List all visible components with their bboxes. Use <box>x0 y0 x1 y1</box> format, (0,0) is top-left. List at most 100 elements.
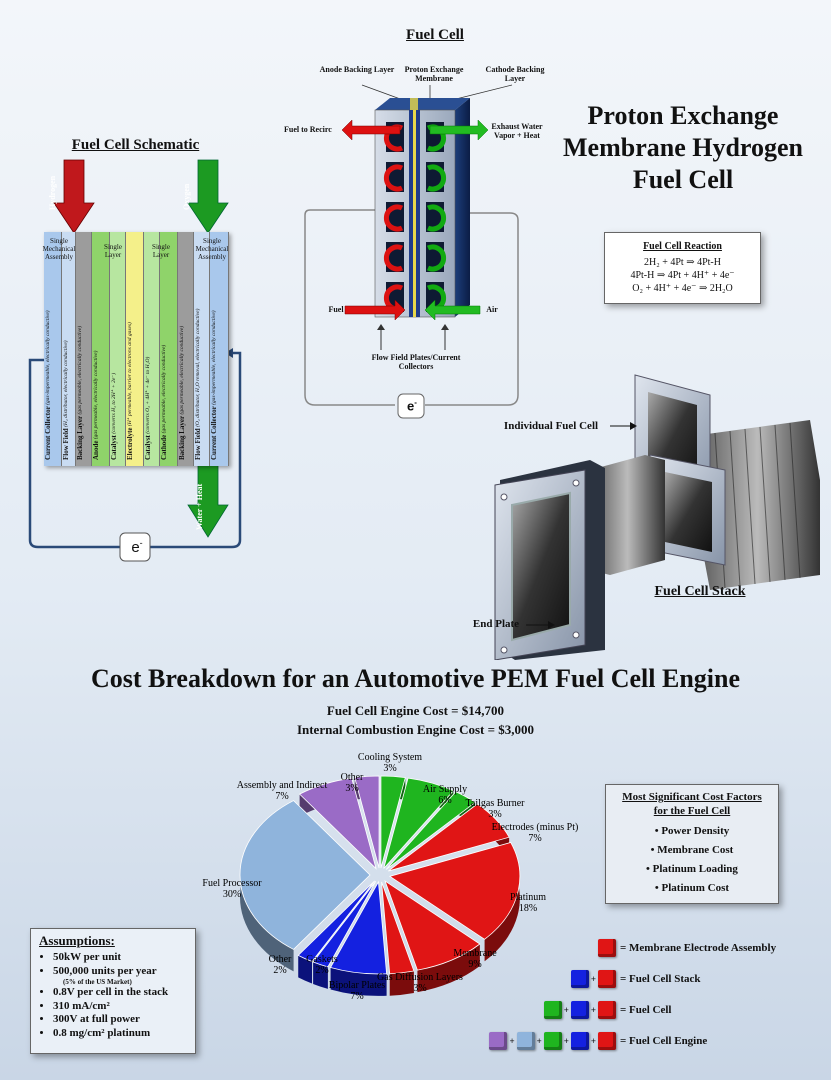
pie-slice <box>329 880 388 975</box>
legend-cube-icon <box>570 969 589 988</box>
pie-slice <box>312 881 377 968</box>
fuel-cell-title: Fuel Cell <box>406 27 464 43</box>
legend-label: = Fuel Cell Stack <box>620 972 701 985</box>
reaction-box: Fuel Cell Reaction 2H₂ + 4Pt ⇒ 4Pt-H 4Pt… <box>604 232 761 304</box>
legend-row: = Membrane Electrode Assembly <box>470 932 815 963</box>
schematic-layer-stack: Current Collector (gas-impermeable, elec… <box>44 232 230 466</box>
schematic-layer-label: Flow Field (H₂ distributor, electrically… <box>62 300 71 460</box>
assumption-item: 0.8V per cell in the stack <box>53 986 195 1000</box>
legend-label: = Fuel Cell Engine <box>620 1034 708 1047</box>
fuel-cell-diagram <box>304 84 519 419</box>
legend-label: = Fuel Cell <box>620 1003 672 1016</box>
schematic-layer-label: Electrolyte (H⁺ permeable, barrier to el… <box>126 300 135 460</box>
pie-slice <box>380 775 406 869</box>
pem-label: Proton Exchange Membrane <box>404 65 464 83</box>
pie-slice-side <box>298 955 313 984</box>
schematic-layer-desc: (gas permeable, electrically conductive) <box>93 350 100 441</box>
schematic-layer-label: Catalyst (converts H₂ to 2H⁺ + 2e⁻) <box>110 300 119 460</box>
schematic-title: Fuel Cell Schematic <box>71 137 200 153</box>
schematic-layer-label: Backing Layer (gas permeable, electrical… <box>76 300 85 460</box>
pie-slice <box>381 881 415 975</box>
schematic-layer: Current Collector (gas-impermeable, elec… <box>44 232 62 466</box>
schematic-layer: Anode (gas permeable, electrically condu… <box>92 232 111 466</box>
pie-slice <box>388 841 521 940</box>
significant-item: • Membrane Cost <box>650 844 734 856</box>
legend-plus: + <box>509 1035 515 1046</box>
fuel-cell-stack-illustration <box>494 374 820 660</box>
schematic-electron: e- <box>131 538 143 556</box>
schematic-layer-desc: (gas-impermeable, electrically conductiv… <box>45 310 51 407</box>
engine-cost: Fuel Cell Engine Cost = $14,700 <box>326 703 505 718</box>
cathode-single-mech-label: Single Mechanical Assembly <box>195 237 229 261</box>
legend-row: ++= Fuel Cell <box>470 994 815 1025</box>
assumption-item: 500,000 units per year(5% of the US Mark… <box>53 965 195 987</box>
schematic-layer-label: Cathode (gas permeable, electrically con… <box>160 300 169 460</box>
anode-single-mech-label: Single Mechanical Assembly <box>42 237 76 261</box>
schematic-layer-name: Cathode <box>160 434 169 460</box>
legend-cube-icon <box>598 969 616 988</box>
reaction-title: Fuel Cell Reaction <box>643 241 722 252</box>
fuel-to-recirc-label: Fuel to Recirc <box>284 125 332 134</box>
legend-row: + + + + = Fuel Cell Engine <box>470 1025 815 1056</box>
pie-slice <box>383 777 455 869</box>
significant-item: • Power Density <box>654 825 730 837</box>
schematic-layer-name: Backing Layer <box>178 415 187 460</box>
schematic-layer-desc: (H₂ distributor, electrically conductive… <box>62 340 69 429</box>
schematic-layer-label: Flow Field (O₂ distributor, H₂O removal,… <box>194 300 203 460</box>
assumption-note: (5% of the US Market) <box>63 978 132 986</box>
schematic-layer-name: Anode <box>92 440 101 460</box>
main-title: Proton Exchange Membrane Hydrogen Fuel C… <box>548 100 818 196</box>
schematic-layer-name: Catalyst <box>144 435 153 460</box>
main-title-line-1: Proton Exchange <box>587 101 779 130</box>
legend-plus: + <box>590 1004 596 1015</box>
legend-plus: + <box>563 1035 569 1046</box>
flow-field-label: Flow Field Plates/Current Collectors <box>371 353 461 371</box>
anode-backing-label: Anode Backing Layer <box>319 65 395 74</box>
stack-title: Fuel Cell Stack <box>654 584 746 599</box>
individual-cell-label: Individual Fuel Cell <box>503 420 599 432</box>
cathode-single-layer-label: Single Layer <box>152 243 170 259</box>
pie-slice <box>384 880 481 971</box>
schematic-layer-desc: (gas-impermeable, electrically conductiv… <box>211 310 218 407</box>
ice-cost: Internal Combustion Engine Cost = $3,000 <box>296 722 535 737</box>
main-title-line-3: Fuel Cell <box>632 165 734 194</box>
pie-label: Electrodes (minus Pt)7% <box>492 822 579 844</box>
oxygen-label: Oxygen <box>182 183 191 210</box>
schematic-layer: Flow Field (O₂ distributor, H₂O removal,… <box>194 232 211 466</box>
significant-item: • Platinum Cost <box>654 882 730 894</box>
anode-single-layer-label: Single Layer <box>104 243 122 259</box>
pie-slice <box>385 791 476 870</box>
schematic-layer-desc: (H⁺ permeable, barrier to electrons and … <box>127 322 134 428</box>
legend-plus: + <box>536 1035 542 1046</box>
assumptions-title: Assumptions: <box>39 933 115 948</box>
schematic-layer-desc: (converts O₂ + 4H⁺ + 4e⁻ to H₂O) <box>145 356 152 436</box>
schematic-layer: Catalyst (converts O₂ + 4H⁺ + 4e⁻ to H₂O… <box>144 232 161 466</box>
legend-cube-icon <box>598 1031 616 1050</box>
schematic-layer: Cathode (gas permeable, electrically con… <box>160 232 179 466</box>
legend-plus: + <box>590 1035 596 1046</box>
schematic-layer: Flow Field (H₂ distributor, electrically… <box>61 232 77 466</box>
fuel-label: Fuel <box>328 305 344 314</box>
pie-slice-side <box>330 967 387 996</box>
significant-title-2: for the Fuel Cell <box>653 805 731 817</box>
pie-slice-side <box>417 944 480 993</box>
schematic-layer-name: Backing Layer <box>76 415 85 460</box>
exhaust-label: Exhaust Water Vapor + Heat <box>491 122 543 140</box>
schematic-layer-desc: (converts H₂ to 2H⁺ + 2e⁻) <box>111 372 118 436</box>
air-label: Air <box>486 305 498 314</box>
pie-slice <box>298 777 377 870</box>
legend-cube-icon <box>598 1000 616 1019</box>
schematic-layer-name: Current Collector <box>44 406 52 460</box>
assumption-item: 300V at full power <box>53 1013 195 1027</box>
schematic-layer: Catalyst (converts H₂ to 2H⁺ + 2e⁻) <box>110 232 127 466</box>
reaction-line-3: O₂ + 4H⁺ + 4e⁻ ⇒ 2H₂O <box>632 283 733 294</box>
schematic-layer-label: Current Collector (gas-impermeable, elec… <box>44 300 53 460</box>
